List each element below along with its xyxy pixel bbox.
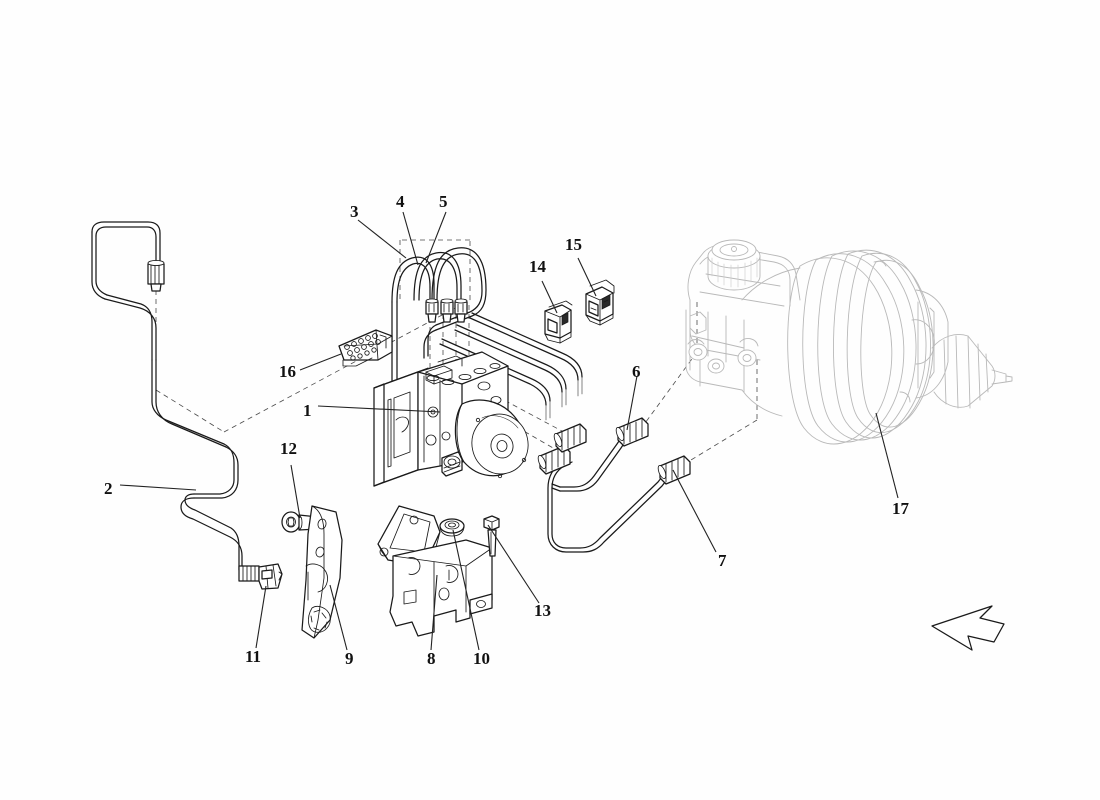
orientation-arrow	[931, 605, 1005, 651]
callout-17[interactable]: 17	[892, 499, 909, 518]
leader-lines	[119, 211, 899, 651]
callout-9[interactable]: 9	[345, 649, 354, 668]
part-mounting-bracket-plate	[377, 505, 493, 637]
callout-16[interactable]: 16	[279, 362, 296, 381]
part-brake-pipe-long-left	[91, 221, 245, 579]
callout-4[interactable]: 4	[396, 192, 405, 211]
callout-6[interactable]: 6	[632, 362, 641, 381]
pipe-fitting-collars	[537, 417, 691, 485]
part-electrical-connector-small	[544, 300, 573, 344]
part-abs-control-unit-plug	[338, 329, 393, 367]
callout-11[interactable]: 11	[245, 647, 262, 666]
callout-1[interactable]: 1	[303, 401, 312, 420]
callout-13[interactable]: 13	[534, 601, 551, 620]
callout-10[interactable]: 10	[473, 649, 490, 668]
part-support-bracket-arm	[301, 505, 343, 639]
part-brake-pipe-bundle	[391, 247, 583, 469]
callout-7[interactable]: 7	[718, 551, 727, 570]
part-brake-pipes-booster	[537, 417, 691, 553]
callout-12[interactable]: 12	[280, 439, 297, 458]
part-abs-hydraulic-unit	[373, 351, 529, 487]
callout-5[interactable]: 5	[439, 192, 448, 211]
callout-8[interactable]: 8	[427, 649, 436, 668]
master-cylinder-ports	[687, 311, 759, 374]
part-electrical-connector-large	[585, 279, 615, 326]
callout-2[interactable]: 2	[104, 479, 113, 498]
part-brake-booster-servo	[685, 239, 1013, 445]
part-rubber-grommet-washer	[439, 518, 465, 537]
part-hex-flange-bolt	[483, 515, 500, 557]
booster-rings	[787, 249, 934, 445]
pipe-end-nipples	[425, 298, 468, 323]
part-pipe-retaining-clip	[238, 563, 283, 590]
pipe-union-fitting-upper	[147, 259, 165, 292]
callout-14[interactable]: 14	[529, 257, 546, 276]
callout-15[interactable]: 15	[565, 235, 582, 254]
callout-3[interactable]: 3	[350, 202, 359, 221]
